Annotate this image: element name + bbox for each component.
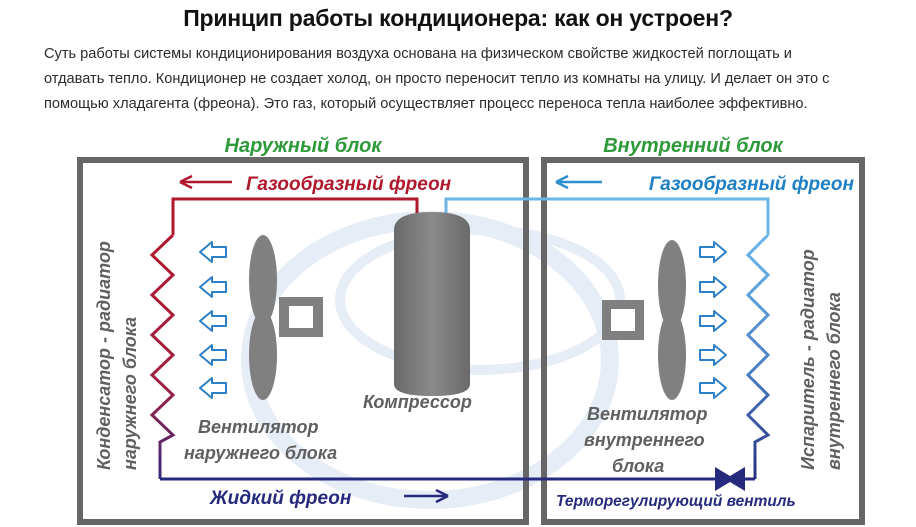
liquid-label: Жидкий фреон [209, 488, 352, 509]
compressor-label: Компрессор [363, 392, 472, 412]
outdoor-unit-title: Наружный блок [225, 135, 383, 157]
valve-label: Терморегулирующий вентиль [556, 493, 796, 510]
liquid-flow-arrow-icon [404, 488, 449, 504]
suction-gas-pipe [444, 197, 770, 235]
intro-line: отдавать тепло. Кондиционер не создает х… [44, 71, 830, 87]
indoor-fan-icon [602, 240, 686, 400]
airflow-arrow-icon [199, 377, 227, 399]
airflow-arrow-icon [699, 310, 727, 332]
condenser-coil [149, 233, 176, 479]
airflow-arrow-icon [699, 377, 727, 399]
airflow-arrow-icon [199, 276, 227, 298]
outdoor-fan-label: Вентилятор [198, 417, 318, 437]
evaporator-label: внутреннего блока [824, 292, 844, 470]
indoor-unit-title: Внутренний блок [603, 135, 783, 157]
outdoor-fan-icon [249, 235, 323, 400]
airflow-arrow-icon [199, 310, 227, 332]
condenser-label: наружнего блока [120, 317, 140, 470]
intro-paragraph: Суть работы системы кондиционирования во… [44, 42, 910, 117]
outdoor-unit-box [77, 157, 529, 525]
indoor-gas-label: Газообразный фреон [649, 174, 855, 195]
airflow-arrow-icon [199, 241, 227, 263]
condenser-label: Конденсатор - радиатор [94, 241, 114, 470]
hot-gas-pipe [171, 197, 419, 235]
hot-gas-arrow-icon [179, 174, 232, 190]
airflow-arrow-icon [699, 276, 727, 298]
indoor-fan-label: блока [612, 456, 664, 476]
expansion-valve-icon [715, 467, 745, 491]
intro-line: Суть работы системы кондиционирования во… [44, 46, 792, 62]
intro-line: помощью хладагента (фреона). Это газ, ко… [44, 96, 808, 112]
indoor-unit-box [541, 157, 865, 525]
airflow-arrow-icon [699, 241, 727, 263]
outdoor-gas-label: Газообразный фреон [246, 174, 452, 195]
cold-gas-arrow-icon [555, 174, 602, 190]
indoor-fan-label: Вентилятор [587, 404, 707, 424]
indoor-fan-label: внутреннего [584, 430, 705, 450]
airflow-arrow-icon [199, 344, 227, 366]
evaporator-coil [745, 233, 771, 479]
page-title: Принцип работы кондиционера: как он устр… [183, 5, 733, 31]
compressor-icon [394, 212, 470, 396]
airflow-arrow-icon [699, 344, 727, 366]
evaporator-label: Испаритель - радиатор [798, 249, 818, 470]
outdoor-fan-label: наружнего блока [184, 443, 337, 463]
